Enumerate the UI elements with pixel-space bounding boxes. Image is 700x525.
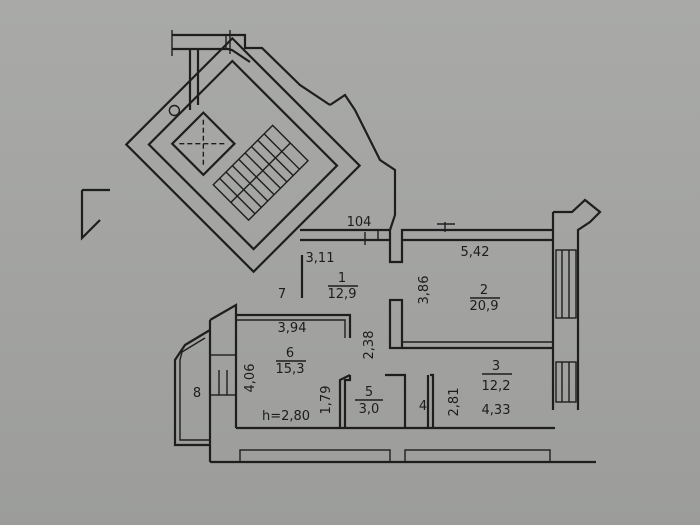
ventilation-icon: [168, 104, 181, 117]
room-5-number: 5: [365, 385, 373, 400]
room-6-area: 15,3: [276, 362, 305, 377]
dim-1-79: 1,79: [319, 386, 334, 415]
room-2-number: 2: [480, 283, 488, 298]
dim-104: 104: [347, 215, 372, 230]
dim-4-06: 4,06: [243, 364, 258, 393]
apartment-walls: [173, 93, 602, 464]
room-7-number: 7: [278, 287, 286, 302]
dim-5-42: 5,42: [461, 245, 490, 260]
room-1-area: 12,9: [328, 287, 357, 302]
ceiling-height: h=2,80: [262, 409, 310, 424]
room-6-number: 6: [286, 346, 294, 361]
dim-3-11: 3,11: [306, 251, 335, 266]
room-3-number: 3: [492, 359, 500, 374]
room-labels: 1 12,9 2 20,9 3 12,2 4 5 3,0 6 15,3 7 8 …: [193, 271, 512, 424]
dim-3-94: 3,94: [278, 321, 307, 336]
room-2-area: 20,9: [470, 299, 499, 314]
stairwell: [124, 36, 362, 274]
dim-2-38: 2,38: [362, 331, 377, 360]
dim-3-86: 3,86: [417, 276, 432, 305]
room-1-number: 1: [338, 271, 346, 286]
room-5-area: 3,0: [359, 402, 380, 417]
dimension-labels: 104 3,11 5,42 3,86 3,94 2,38 4,06 1,79 2…: [243, 215, 510, 418]
dim-2-81: 2,81: [447, 388, 462, 417]
room-8-number: 8: [193, 386, 201, 401]
dim-4-33: 4,33: [482, 403, 511, 418]
room-4-number: 4: [419, 399, 427, 414]
room-3-area: 12,2: [482, 379, 511, 394]
